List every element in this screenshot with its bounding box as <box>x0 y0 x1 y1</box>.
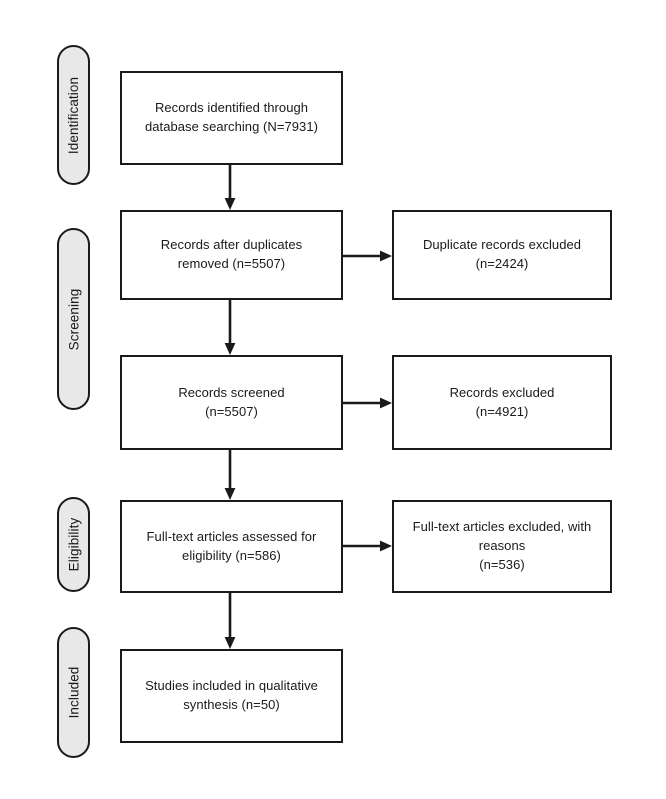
box-records-excluded-line1: Records excluded <box>449 384 555 400</box>
box-fulltext-assessed-line2: eligibility (n=586) <box>182 547 281 563</box>
box-fulltext-assessed: Full-text articles assessed for eligibil… <box>120 500 343 593</box>
stage-pill-eligibility: Eligibility <box>57 497 90 592</box>
stage-label-screening: Screening <box>66 288 82 350</box>
box-records-excluded: Records excluded (n=4921) <box>392 355 612 450</box>
box-records-screened-line1: Records screened <box>178 384 285 400</box>
stage-pill-included: Included <box>57 627 90 758</box>
box-duplicate-records-excluded-line2: (n=2424) <box>475 256 529 271</box>
box-fulltext-excluded-text: Full-text articles excluded, with reason… <box>413 518 592 575</box>
box-studies-included-line2: synthesis (n=50) <box>183 697 280 712</box>
box-studies-included-text: Studies included in qualitative synthesi… <box>145 677 318 715</box>
box-records-excluded-line2: (n=4921) <box>475 403 529 419</box>
box-records-screened: Records screened (n=5507) <box>120 355 343 450</box>
box-records-identified-line2: database searching (N=7931) <box>145 119 318 134</box>
arrow-identified-to-after-duplicates <box>222 165 238 211</box>
box-duplicate-records-excluded: Duplicate records excluded (n=2424) <box>392 210 612 300</box>
stage-pill-screening: Screening <box>57 228 90 410</box>
box-records-after-duplicates-line1: Records after duplicates <box>160 237 303 253</box>
box-fulltext-excluded-line2: reasons <box>478 538 526 554</box>
box-studies-included: Studies included in qualitative synthesi… <box>120 649 343 743</box>
box-records-identified-line1: Records identified through <box>154 100 309 116</box>
stage-pill-identification: Identification <box>57 45 90 185</box>
box-records-screened-text: Records screened (n=5507) <box>178 384 284 422</box>
box-fulltext-assessed-text: Full-text articles assessed for eligibil… <box>147 528 317 566</box>
box-fulltext-excluded-line1: Full-text articles excluded, with <box>412 519 592 535</box>
box-records-screened-line2: (n=5507) <box>205 403 258 419</box>
box-records-excluded-text: Records excluded (n=4921) <box>450 384 555 422</box>
stage-label-identification: Identification <box>66 76 82 154</box>
box-duplicate-records-excluded-line1: Duplicate records excluded <box>422 237 582 253</box>
arrow-fulltext-to-included <box>222 593 238 650</box>
arrow-screened-to-fulltext <box>222 450 238 501</box>
box-records-identified: Records identified through database sear… <box>120 71 343 165</box>
box-records-after-duplicates-text: Records after duplicates removed (n=5507… <box>161 236 302 274</box>
arrow-to-records-excluded <box>343 395 393 411</box>
box-duplicate-records-excluded-text: Duplicate records excluded (n=2424) <box>423 236 581 274</box>
box-records-identified-text: Records identified through database sear… <box>145 99 318 137</box>
box-fulltext-assessed-line1: Full-text articles assessed for <box>146 528 317 544</box>
box-records-after-duplicates-line2: removed (n=5507) <box>177 256 286 271</box>
arrow-to-duplicates-excluded <box>343 248 393 264</box>
arrow-after-duplicates-to-screened <box>222 300 238 356</box>
stage-label-eligibility: Eligibility <box>66 517 81 572</box>
stage-label-included: Included <box>66 666 81 719</box>
box-fulltext-excluded: Full-text articles excluded, with reason… <box>392 500 612 593</box>
box-fulltext-excluded-line3: (n=536) <box>479 556 525 572</box>
box-studies-included-line1: Studies included in qualitative <box>145 678 318 694</box>
box-records-after-duplicates: Records after duplicates removed (n=5507… <box>120 210 343 300</box>
arrow-to-fulltext-excluded <box>343 538 393 554</box>
